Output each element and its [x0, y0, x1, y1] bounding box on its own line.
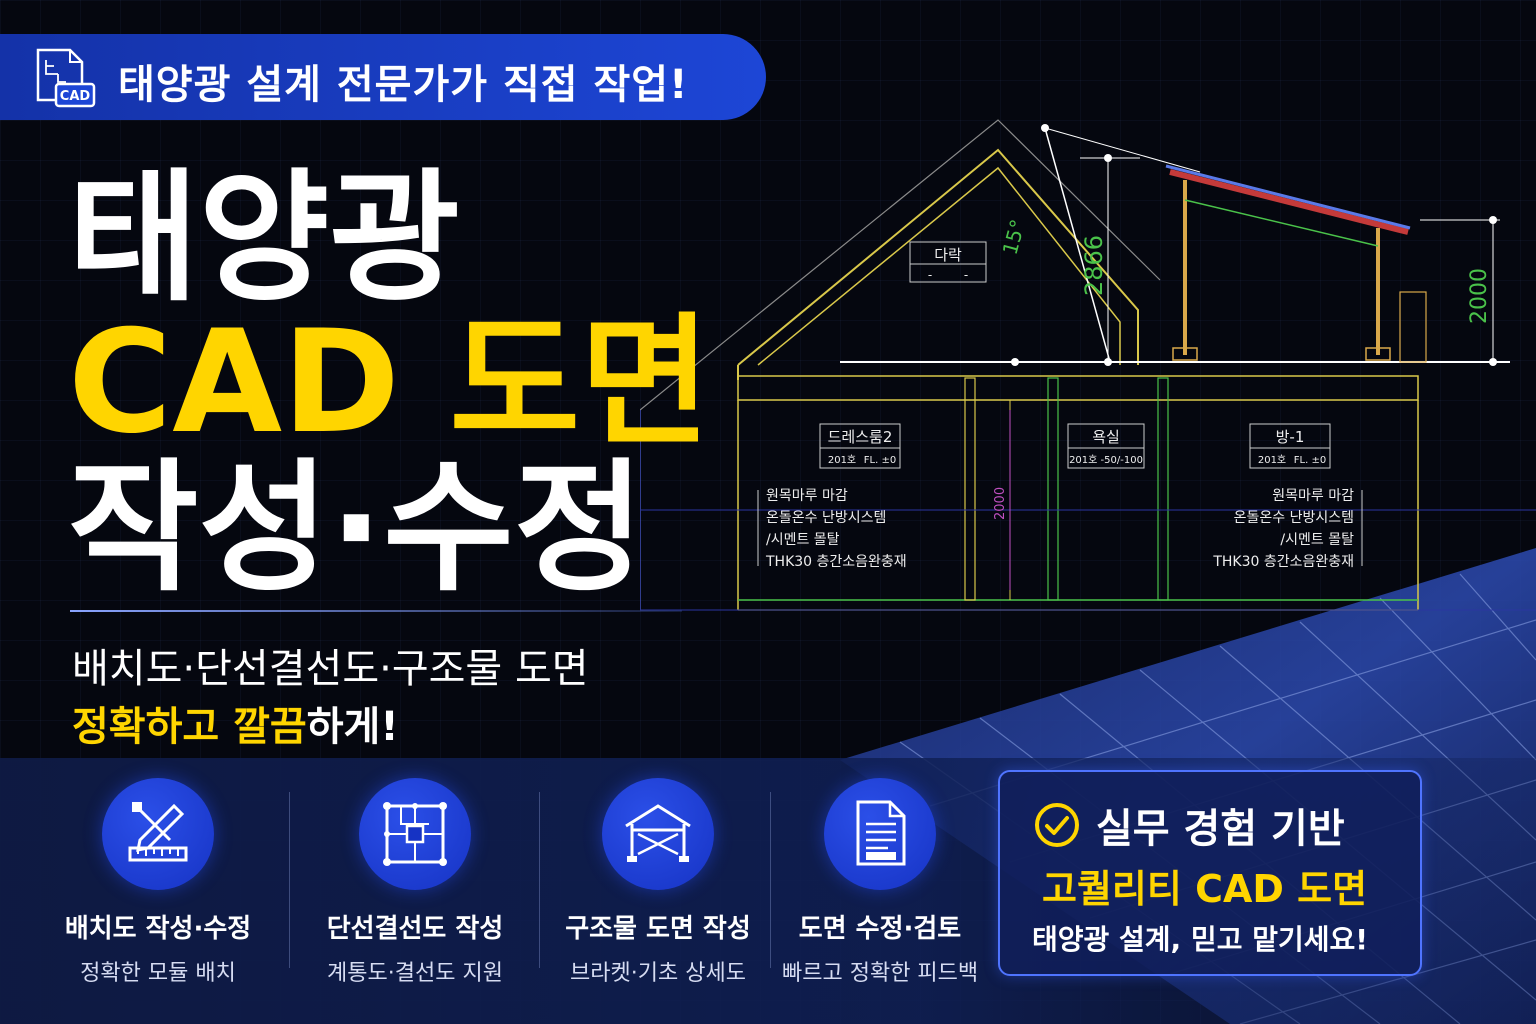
- note-left: THK30 층간소음완충재: [765, 554, 907, 570]
- note-left: 온돌온수 난방시스템: [766, 510, 886, 526]
- quality-badge: 실무 경험 기반 고퀄리티 CAD 도면 태양광 설계, 믿고 맡기세요!: [998, 770, 1422, 976]
- dim-floor-label: 2000: [993, 487, 1008, 520]
- subtitle-highlight: 정확하고 깔끔: [72, 704, 307, 750]
- feature-review: 도면 수정·검토 빠르고 정확한 피드백: [782, 778, 978, 987]
- note-right: THK30 층간소음완충재: [1212, 554, 1354, 570]
- headline-line-1: 태양광: [68, 156, 460, 321]
- feature-structure: 구조물 도면 작성 브라켓·기초 상세도: [558, 778, 758, 987]
- feature-subtitle: 빠르고 정확한 피드백: [782, 961, 979, 986]
- badge-line-1: 실무 경험 기반: [1096, 806, 1345, 852]
- feature-subtitle: 브라켓·기초 상세도: [570, 961, 746, 986]
- room-name: 드레스룸2: [828, 428, 893, 446]
- subtitle-line-2: 정확하고 깔끔하게!: [72, 694, 399, 752]
- room-fl: FL. ±0: [864, 455, 896, 466]
- subtitle-rest: 하게!: [306, 704, 399, 750]
- top-banner: CAD 태양광 설계 전문가가 직접 작업!: [0, 34, 766, 120]
- roof-sub-b: -: [964, 268, 968, 282]
- feature-icon-circle: [102, 778, 214, 890]
- feature-title: 구조물 도면 작성: [565, 914, 751, 944]
- circuit-diagram-icon: [383, 802, 447, 866]
- subtitle-line-1: 배치도·단선결선도·구조물 도면: [72, 646, 589, 692]
- feature-icon-circle: [359, 778, 471, 890]
- room-level: 201호: [828, 454, 856, 466]
- feature-circuit: 단선결선도 작성 계통도·결선도 지원: [312, 778, 518, 987]
- dim-roof-label: 2866: [1080, 235, 1108, 296]
- cad-section-drawing: 다락 - - 15° 2866 2000 2000 드레스룸2 201호 FL.…: [640, 119, 1536, 611]
- room-name: 방-1: [1276, 428, 1305, 446]
- feature-icon-circle: [602, 778, 714, 890]
- badge-line-3: 태양광 설계, 믿고 맡기세요!: [1032, 923, 1369, 956]
- feature-separator: [770, 792, 771, 968]
- headline-line-2: CAD 도면: [68, 300, 711, 465]
- cad-icon-label: CAD: [60, 89, 91, 104]
- structure-frame-icon: [625, 804, 691, 862]
- feature-separator: [289, 792, 290, 968]
- check-circle-icon: [1035, 803, 1079, 847]
- roof-sub-a: -: [928, 268, 932, 282]
- feature-icon-circle: [824, 778, 936, 890]
- dim-right-label: 2000: [1467, 268, 1492, 324]
- note-right: 온돌온수 난방시스템: [1234, 510, 1354, 526]
- cad-document-icon: CAD: [36, 48, 96, 108]
- banner-title: 태양광 설계 전문가가 직접 작업!: [118, 62, 689, 108]
- angle-label: 15°: [998, 217, 1030, 257]
- note-left: /시멘트 몰탈: [766, 532, 840, 548]
- note-right: /시멘트 몰탈: [1280, 532, 1354, 548]
- feature-title: 단선결선도 작성: [326, 914, 504, 944]
- feature-title: 도면 수정·검토: [798, 914, 962, 944]
- roof-label: 다락: [934, 246, 962, 264]
- room-level: 201호 -50/-100: [1069, 454, 1143, 466]
- document-review-icon: [856, 800, 906, 866]
- room-level: 201호: [1258, 454, 1286, 466]
- headline-line-3: 작성·수정: [68, 446, 645, 611]
- feature-subtitle: 정확한 모듈 배치: [80, 961, 236, 986]
- feature-separator: [539, 792, 540, 968]
- headline-divider: [70, 610, 682, 612]
- feature-title: 배치도 작성·수정: [64, 914, 252, 944]
- pencil-ruler-icon: [128, 802, 188, 862]
- badge-line-2: 고퀄리티 CAD 도면: [1042, 867, 1368, 911]
- feature-layout: 배치도 작성·수정 정확한 모듈 배치: [58, 778, 258, 987]
- room-fl: FL. ±0: [1294, 455, 1326, 466]
- note-right: 원목마루 마감: [1272, 488, 1354, 504]
- badge-heading: 실무 경험 기반: [1034, 796, 1345, 854]
- note-left: 원목마루 마감: [766, 488, 848, 504]
- feature-subtitle: 계통도·결선도 지원: [327, 961, 503, 986]
- room-name: 욕실: [1092, 428, 1120, 446]
